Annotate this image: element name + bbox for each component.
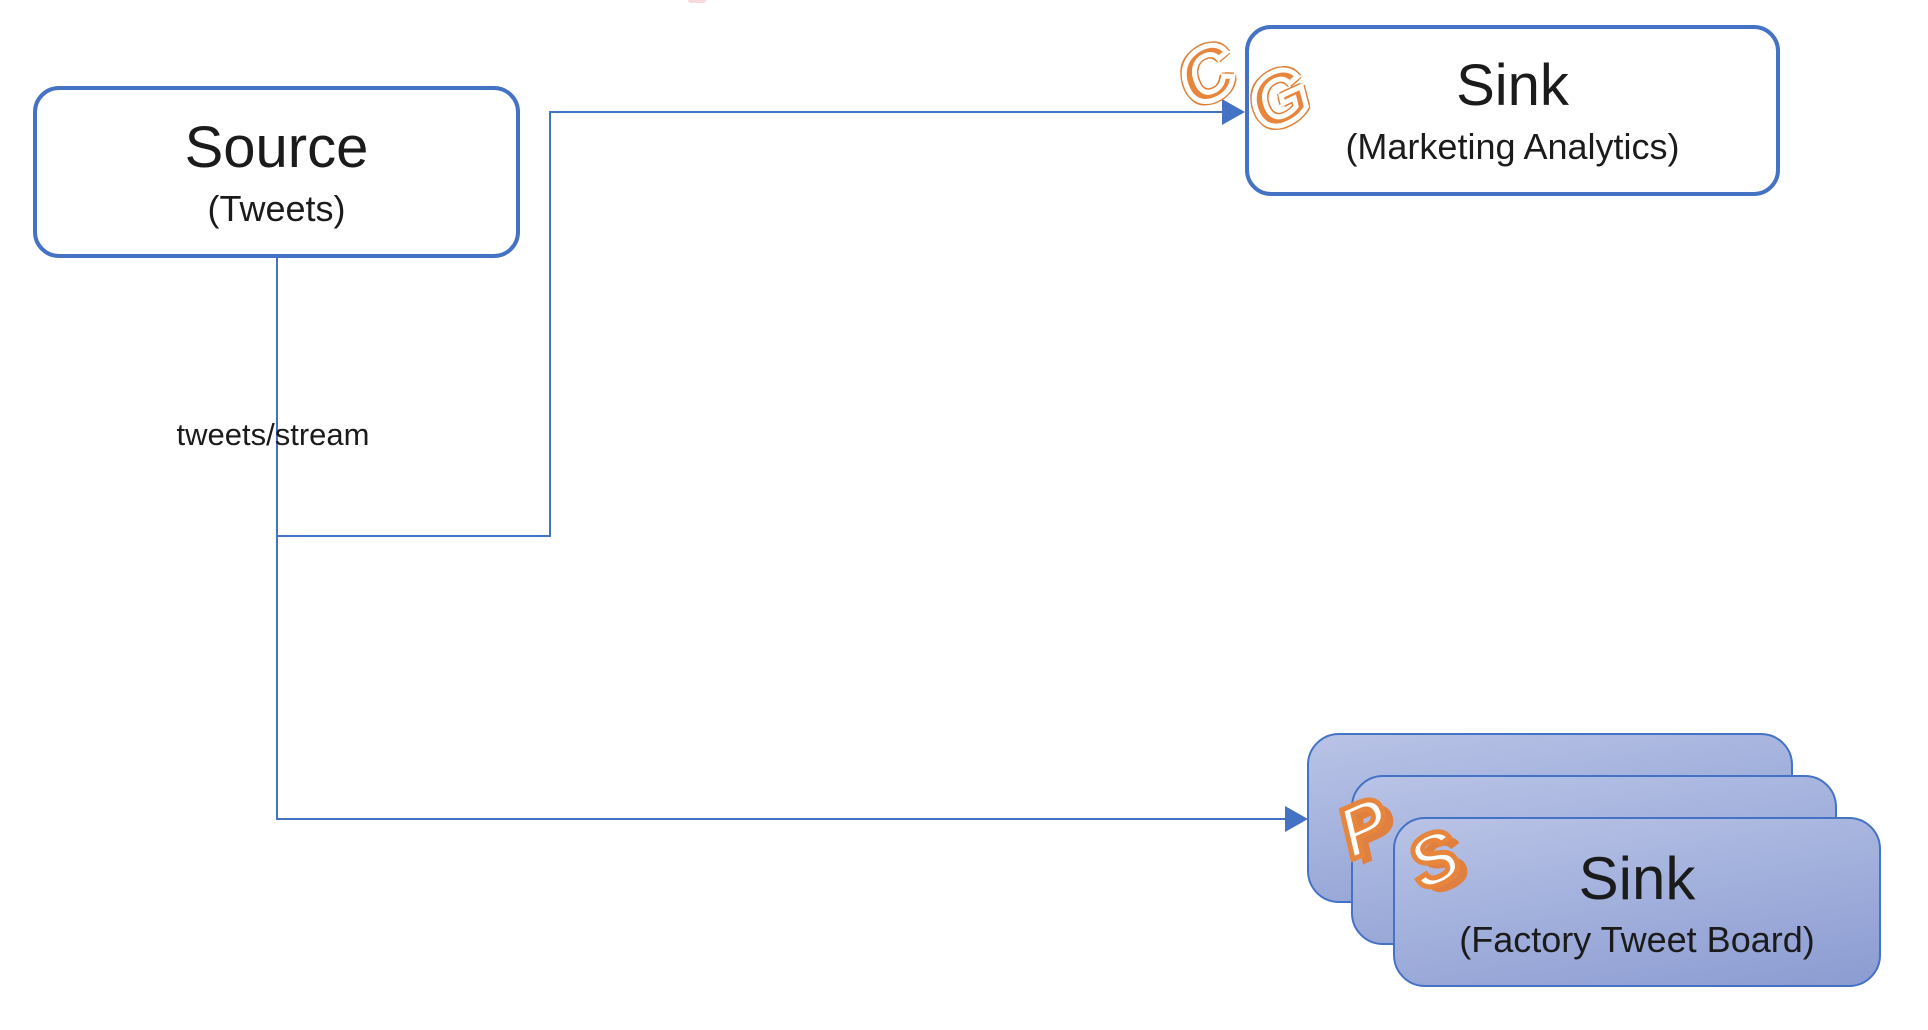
arrowhead-factory-icon: [1285, 806, 1308, 832]
sink-factory-title: Sink: [1578, 844, 1696, 912]
source-subtitle: (Tweets): [207, 187, 346, 229]
cg-logo-icon: C G: [1162, 23, 1348, 151]
sink-factory-subtitle: (Factory Tweet Board): [1459, 918, 1815, 960]
edge-source-to-marketing-line: [276, 111, 1222, 537]
sink-marketing-subtitle: (Marketing Analytics): [1345, 126, 1680, 168]
edge-source-to-factory-line: [276, 536, 1285, 820]
ps-logo-icon: P S: [1323, 779, 1511, 909]
source-title: Source: [184, 114, 369, 180]
cropped-edge-artifact: [688, 0, 706, 3]
ps-logo-letter-p: P: [1323, 779, 1404, 877]
sink-marketing-title: Sink: [1456, 53, 1569, 119]
arrowhead-marketing-icon: [1222, 99, 1245, 125]
edge-label-tweets-stream: tweets/stream: [176, 417, 370, 452]
node-sink-marketing: Sink (Marketing Analytics): [1245, 25, 1780, 196]
cg-logo-letter-g: G: [1232, 46, 1324, 151]
cg-logo-letter-c: C: [1162, 23, 1251, 126]
ps-logo-letter-s: S: [1393, 811, 1474, 909]
node-source: Source (Tweets): [33, 86, 520, 258]
node-sink-factory: Sink (Factory Tweet Board): [1393, 817, 1881, 987]
